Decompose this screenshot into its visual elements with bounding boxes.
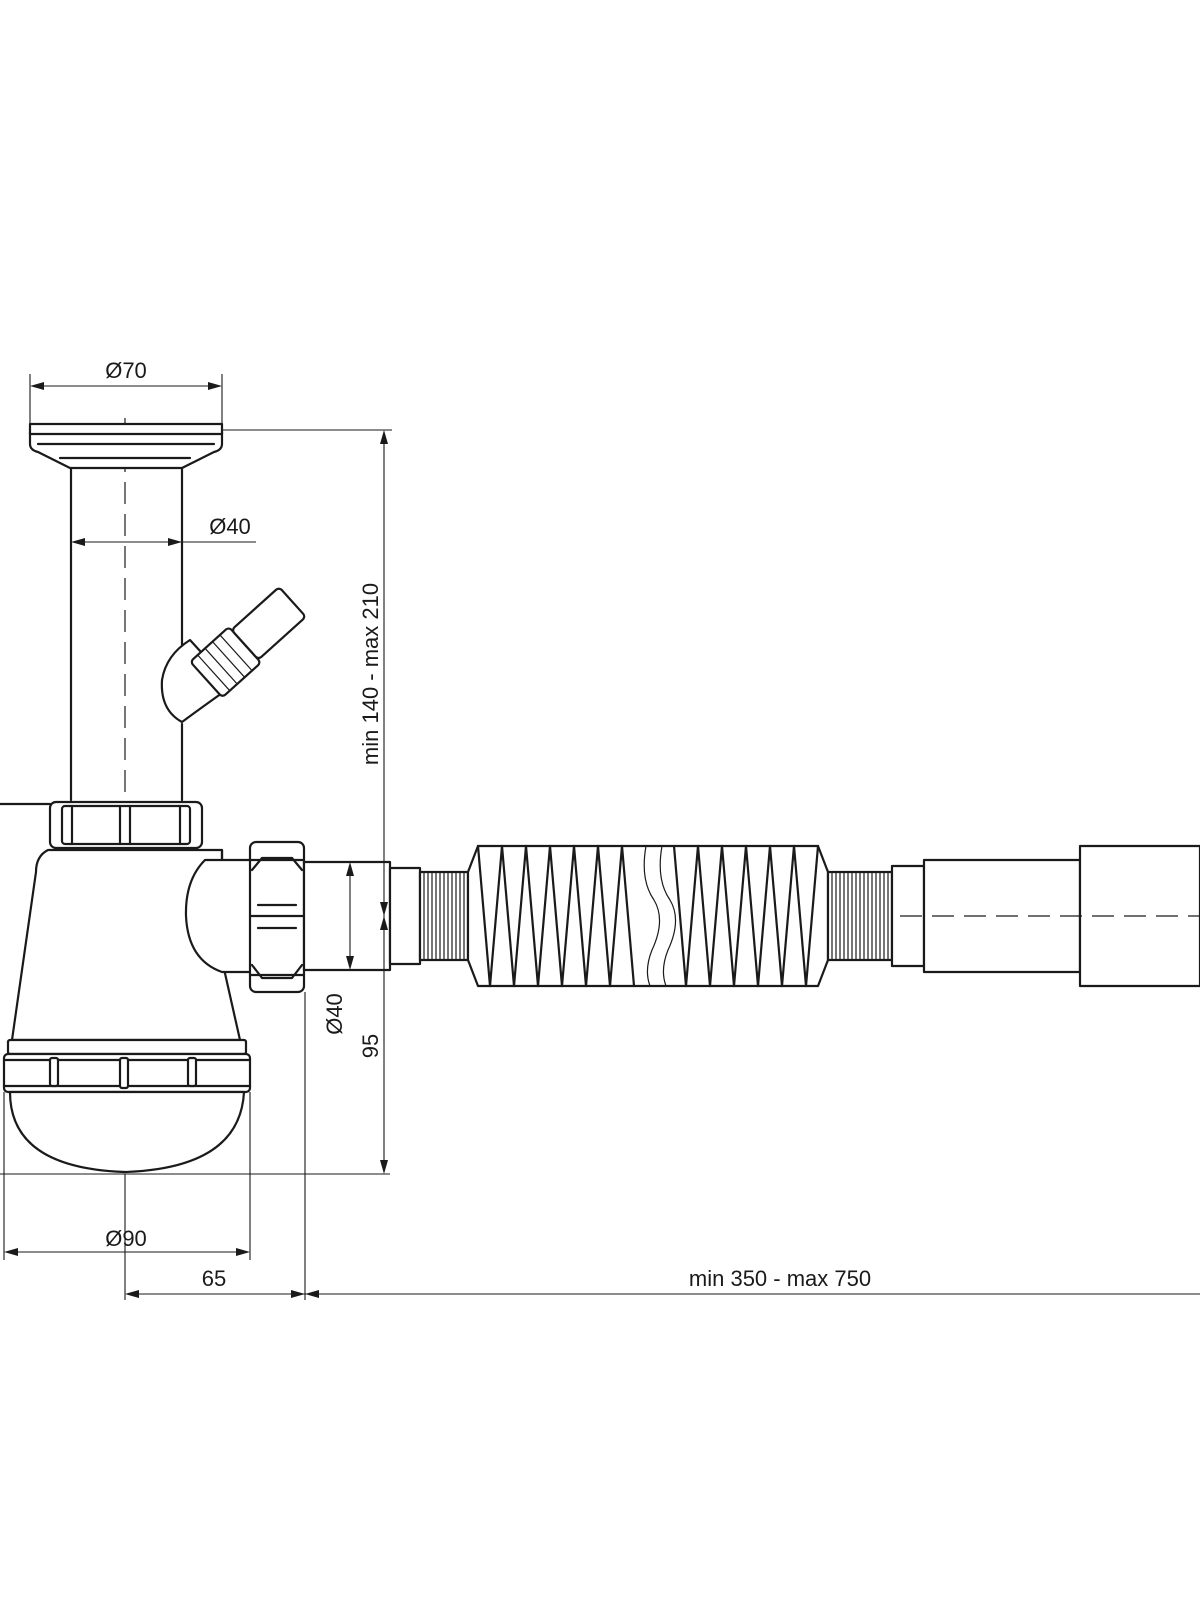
upper-nut [0,800,204,850]
dim-outlet-diameter: Ø40 [322,993,347,1035]
dim-length-range: min 350 - max 750 [689,1266,871,1291]
bottle-bottom [2,1038,252,1174]
side-branch-connector [160,587,306,724]
dim-height-range: min 140 - max 210 [358,583,383,765]
end-pipe [890,844,1200,988]
corrugated-hose [418,844,894,988]
dim-flange-diameter: Ø70 [105,358,147,383]
vertical-pipe [69,466,184,802]
bottle-body [10,848,254,1042]
outlet-union-nut [248,840,306,994]
dimension-lines [0,374,1200,1300]
dim-bottle-diameter: Ø90 [105,1226,147,1251]
dim-offset: 65 [202,1266,226,1291]
top-flange [28,422,224,470]
dim-outlet-height: 95 [358,1034,383,1058]
center-lines [124,418,1200,1170]
dimension-labels: Ø70 Ø40 min 140 - max 210 Ø40 95 Ø90 65 … [105,358,871,1291]
dim-pipe-diameter: Ø40 [209,514,251,539]
outlet-pipe [302,860,422,972]
